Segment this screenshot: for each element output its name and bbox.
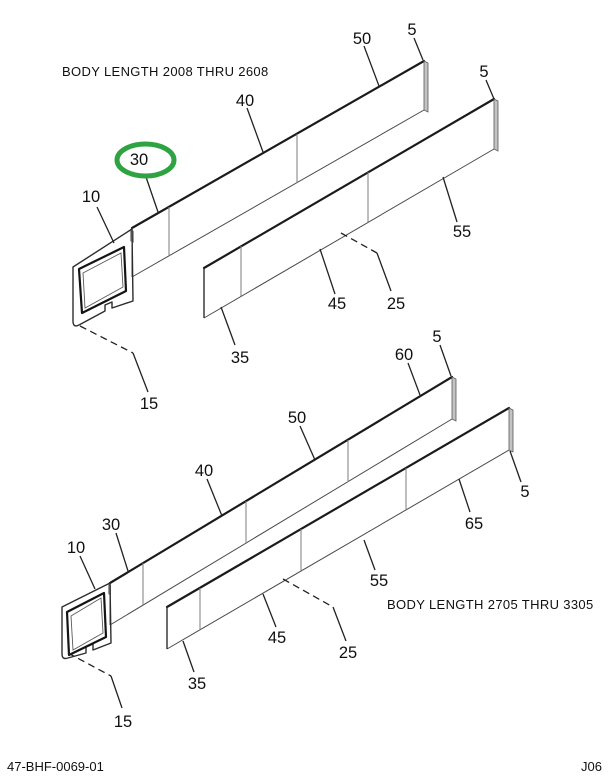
leader-65: [458, 478, 471, 513]
end-panel-outline: [72, 228, 134, 327]
rail-end-cap: [508, 407, 514, 453]
callout-label-40[interactable]: 40: [195, 462, 213, 480]
panel-window-inner: [82, 252, 124, 309]
leader-50: [299, 425, 316, 461]
callout-label-30[interactable]: 30: [102, 516, 120, 534]
leader-40: [246, 107, 264, 153]
panel-window: [65, 591, 108, 657]
callout-label-45[interactable]: 45: [328, 295, 346, 313]
rail-top-edge: [130, 59, 426, 230]
rail-face: [167, 408, 509, 649]
leader-15: [110, 675, 123, 709]
leader-5-lower-end: [509, 450, 522, 483]
callout-label-15[interactable]: 15: [140, 395, 158, 413]
diagram-lower: BODY LENGTH 2705 THRU 3305: [61, 328, 594, 731]
end-panel: [61, 582, 112, 660]
callout-label-5-upper-end[interactable]: 5: [432, 328, 441, 346]
rail-top-edge: [202, 97, 496, 270]
leader-35: [182, 640, 195, 673]
lower-rail-assembly: [165, 406, 514, 650]
rail-face: [132, 61, 424, 277]
callout-label-50[interactable]: 50: [353, 30, 371, 48]
leader-45: [319, 248, 336, 295]
leader-45: [262, 593, 277, 628]
rail-end-cap: [451, 376, 457, 422]
callout-label-25[interactable]: 25: [387, 295, 405, 313]
leader-25-dashed: [282, 578, 334, 608]
callout-label-10[interactable]: 10: [67, 539, 85, 557]
end-panel: [72, 228, 134, 327]
leader-10: [79, 555, 96, 590]
leader-25: [376, 252, 392, 292]
lower-rail-assembly: [202, 97, 499, 319]
callout-label-5-upper-end[interactable]: 5: [407, 21, 416, 39]
callout-label-5-lower-end[interactable]: 5: [479, 63, 488, 81]
panel-window-inner: [70, 597, 104, 651]
leader-15-dashed: [67, 652, 112, 677]
leader-5-upper-end: [439, 344, 452, 377]
leader-25-dashed: [340, 232, 378, 254]
leader-lines: [67, 344, 522, 709]
rail-bottom-edge: [131, 109, 425, 278]
callout-label-50[interactable]: 50: [288, 409, 306, 427]
leader-55: [363, 539, 376, 571]
leader-25: [332, 606, 347, 642]
callout-label-35[interactable]: 35: [231, 349, 249, 367]
leader-35: [220, 306, 236, 346]
callout-label-30-highlighted[interactable]: 30: [130, 151, 148, 169]
leader-15: [132, 352, 149, 393]
drawing-number: 47-BHF-0069-01: [7, 759, 104, 774]
page-code: J06: [581, 759, 602, 774]
leader-30: [115, 532, 129, 572]
diagram-upper-title: BODY LENGTH 2008 THRU 2608: [62, 64, 269, 79]
callout-label-55[interactable]: 55: [370, 572, 388, 590]
callout-label-40[interactable]: 40: [236, 92, 254, 110]
end-panel-outline: [61, 582, 112, 660]
leader-15-dashed: [79, 325, 134, 354]
callout-label-60[interactable]: 60: [395, 346, 413, 364]
callout-label-45[interactable]: 45: [268, 629, 286, 647]
diagram-upper: BODY LENGTH 2008 THRU 2608: [62, 21, 499, 413]
callout-label-25[interactable]: 25: [339, 644, 357, 662]
rail-face: [110, 377, 452, 625]
diagram-lower-title: BODY LENGTH 2705 THRU 3305: [387, 597, 594, 612]
leader-30: [145, 176, 159, 213]
leader-5-upper-end: [413, 37, 424, 61]
rail-bottom-edge: [166, 449, 510, 650]
callout-label-5-lower-end[interactable]: 5: [520, 483, 529, 501]
callout-label-35[interactable]: 35: [188, 675, 206, 693]
callout-label-65[interactable]: 65: [465, 515, 483, 533]
rail-end-cap: [423, 60, 429, 113]
rail-bottom-edge: [203, 148, 495, 319]
callout-label-55[interactable]: 55: [453, 223, 471, 241]
panel-window: [77, 245, 128, 315]
leader-60: [407, 362, 421, 396]
callout-label-15[interactable]: 15: [114, 713, 132, 731]
leader-lines: [79, 37, 495, 393]
leader-10: [96, 206, 115, 244]
leader-55: [442, 176, 458, 223]
leader-50: [363, 45, 380, 87]
callout-label-10[interactable]: 10: [82, 188, 100, 206]
rail-top-edge: [165, 406, 511, 609]
leader-40: [206, 478, 223, 517]
upper-rail-assembly: [108, 375, 457, 626]
leader-5-lower-end: [485, 79, 495, 100]
rail-end-cap: [493, 98, 499, 152]
rail-bottom-edge: [109, 418, 453, 626]
highlight-ellipse: [114, 141, 177, 179]
rail-face: [204, 99, 494, 318]
rail-top-edge: [108, 375, 454, 585]
